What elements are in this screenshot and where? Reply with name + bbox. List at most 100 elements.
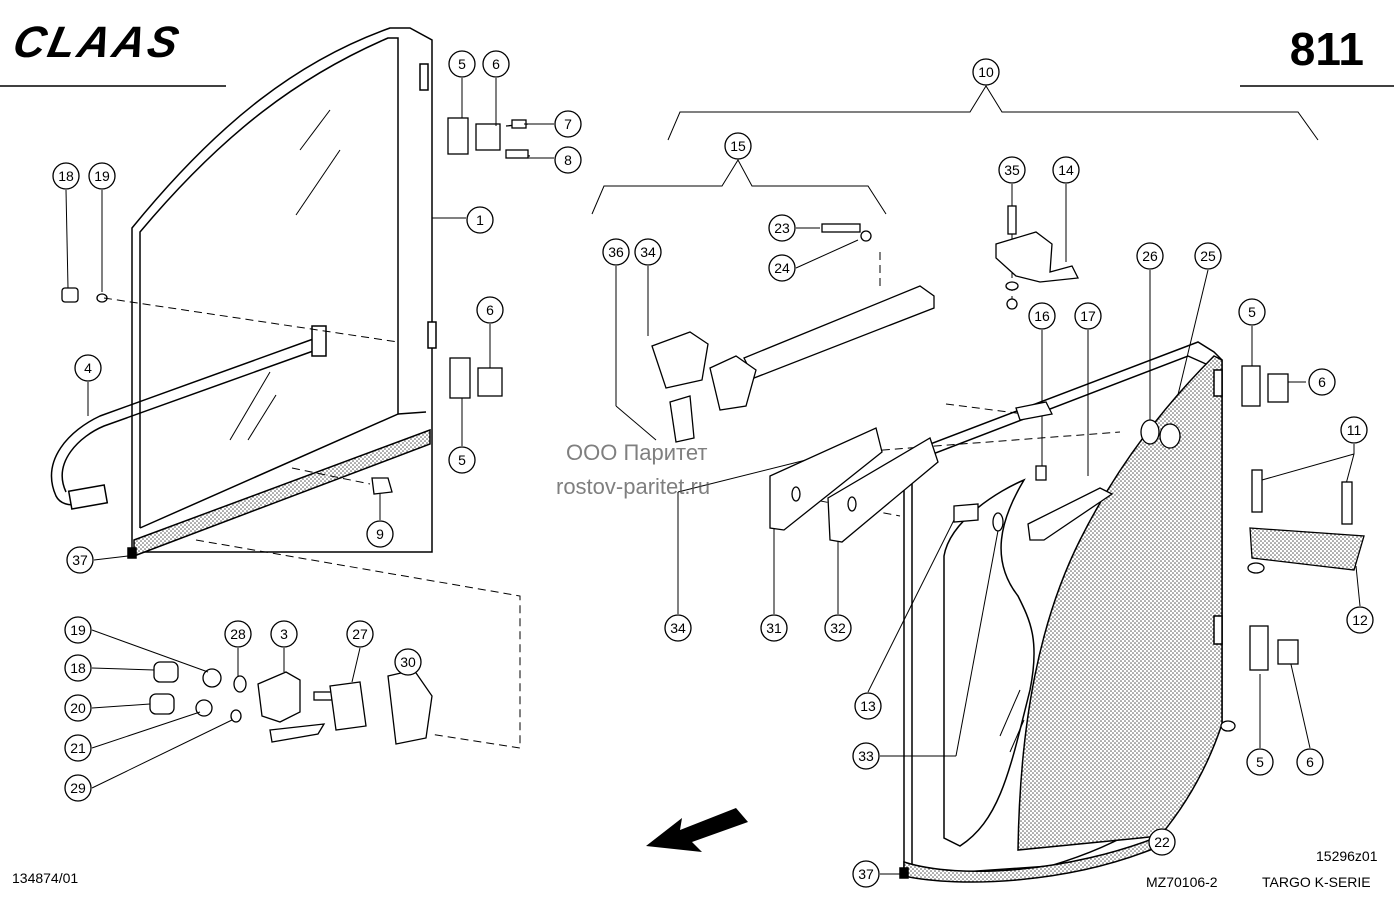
callout-14: 14 [1052,156,1080,184]
callout-circle [64,654,92,682]
callout-label: 23 [774,220,790,236]
callout-label: 33 [858,748,874,764]
callout-label: 6 [1306,754,1314,770]
callout-34: 34 [664,614,692,642]
callout-19: 19 [88,162,116,190]
callout-circle [64,616,92,644]
callout-32: 32 [824,614,852,642]
callout-17: 17 [1074,302,1102,330]
callout-7: 7 [554,110,582,138]
callout-15: 15 [724,132,752,160]
callout-circle [1148,828,1176,856]
callout-4: 4 [74,354,102,382]
callout-circle [852,860,880,888]
check-strap [1249,527,1365,571]
callout-label: 15 [730,138,746,154]
right-door-mesh [1017,355,1223,851]
callout-label: 25 [1200,248,1216,264]
callout-circle [64,694,92,722]
stop-buffer [371,477,393,495]
callout-label: 21 [70,740,86,756]
cap-and-nut-top [61,287,108,303]
callout-circle [448,50,476,78]
callout-circle [346,620,374,648]
callout-circle [394,648,422,676]
callout-label: 8 [564,152,572,168]
callout-13: 13 [854,692,882,720]
right-door-parts [651,205,1365,732]
callout-circle [768,214,796,242]
callout-label: 16 [1034,308,1050,324]
callout-circle [998,156,1026,184]
callout-circle [64,774,92,802]
callout-circle [270,620,298,648]
watermark-url: rostov-paritet.ru [556,474,711,499]
callout-label: 18 [58,168,74,184]
callout-34: 34 [634,238,662,266]
callout-label: 18 [70,660,86,676]
callout-label: 31 [766,620,782,636]
callout-31: 31 [760,614,788,642]
callout-circle [1194,242,1222,270]
callout-circle [74,354,102,382]
callout-circle [1246,748,1274,776]
callout-5: 5 [1246,748,1274,776]
callout-label: 17 [1080,308,1096,324]
callout-label: 34 [670,620,686,636]
callout-label: 5 [458,452,466,468]
callout-circle [1052,156,1080,184]
callout-label: 13 [860,698,876,714]
callout-27: 27 [346,620,374,648]
callout-10: 10 [972,58,1000,86]
callout-label: 5 [1256,754,1264,770]
callout-21: 21 [64,734,92,762]
callout-19: 19 [64,616,92,644]
callout-5: 5 [448,50,476,78]
callout-26: 26 [1136,242,1164,270]
callout-circle [1028,302,1056,330]
callout-11: 11 [1340,416,1368,444]
leader-lines [65,78,1361,875]
callout-label: 37 [858,866,874,882]
callout-label: 19 [70,622,86,638]
callout-33: 33 [852,742,880,770]
callout-label: 34 [640,244,656,260]
callout-circle [1238,298,1266,326]
callout-circle [824,614,852,642]
callout-3: 3 [270,620,298,648]
callout-label: 11 [1347,422,1362,438]
callout-16: 16 [1028,302,1056,330]
callout-circle [634,238,662,266]
callout-label: 37 [72,552,88,568]
callout-label: 14 [1058,162,1074,178]
callout-24: 24 [768,254,796,282]
callout-circle [1340,416,1368,444]
callout-circle [66,546,94,574]
callout-circle [852,742,880,770]
callout-circle [724,132,752,160]
hinge-parts-top [447,117,531,399]
callout-circle [366,520,394,548]
callout-label: 6 [1318,374,1326,390]
model-code: MZ70106-2 [1146,874,1218,890]
callout-label: 12 [1352,612,1368,628]
callout-label: 30 [400,654,416,670]
callout-label: 27 [352,626,368,642]
callout-circle [1346,606,1374,634]
callout-37: 37 [66,546,94,574]
callout-circle [972,58,1000,86]
callout-circle [664,614,692,642]
callout-label: 4 [84,360,92,376]
door-handle-bar [50,325,327,510]
figure-code: 15296z01 [1316,848,1378,864]
callout-circle [88,162,116,190]
callout-20: 20 [64,694,92,722]
left-door-glass [139,37,399,529]
callout-label: 32 [830,620,846,636]
lock-parts-lower-left [149,661,433,745]
callout-circle [1074,302,1102,330]
callout-circle [52,162,80,190]
callout-6: 6 [1296,748,1324,776]
